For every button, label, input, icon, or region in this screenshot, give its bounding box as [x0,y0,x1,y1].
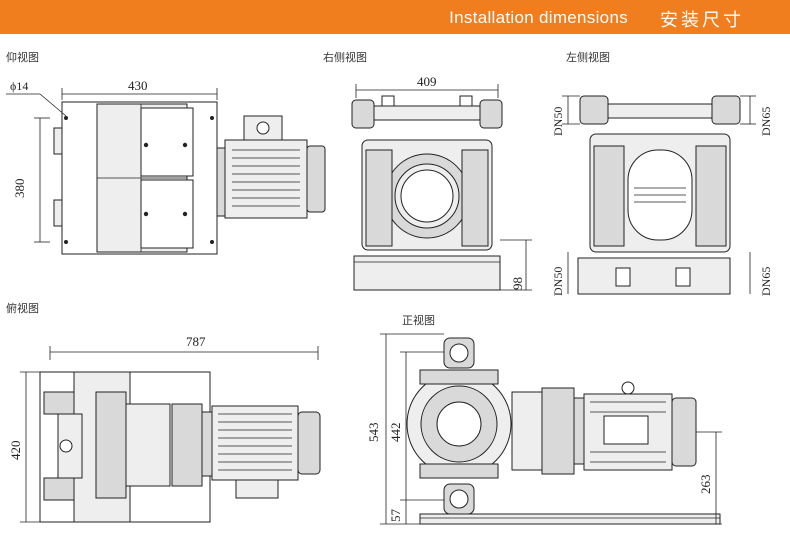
front-axis-height-dim: 263 [698,475,713,495]
front-pump-height-dim: 442 [388,423,403,443]
bottom-view-label: 仰视图 [6,51,39,64]
left-top-left-dim: DN50 [551,107,565,136]
top-length-dim: 787 [186,334,206,349]
left-bottom-right-dim: DN65 [759,267,773,296]
top-width-dim: 420 [8,441,23,461]
top-view-label: 俯视图 [6,302,39,315]
left-view-drawing: DN50 DN65 DN50 DN65 [551,95,773,296]
bottom-hole-dim: ϕ14 [10,79,28,93]
left-top-right-dim: DN65 [759,107,773,136]
front-total-height-dim: 543 [366,423,381,443]
right-base-dim: 98 [510,277,525,290]
front-view-label: 正视图 [402,314,435,327]
right-view-drawing: 409 98 [351,74,532,291]
left-bottom-left-dim: DN50 [551,267,565,296]
header-banner: Installation dimensions 安装尺寸 [0,0,790,34]
left-view-label: 左侧视图 [566,51,610,64]
banner-title-cn: 安装尺寸 [660,10,744,31]
right-view-label: 右侧视图 [323,51,367,64]
top-view-drawing: 787 420 [8,334,321,523]
bottom-view-drawing: 430 380 ϕ14 [6,78,326,255]
right-width-dim: 409 [417,74,437,89]
banner-title-en: Installation dimensions [449,8,628,27]
bottom-height-dim: 380 [12,179,27,199]
front-view-drawing: 543 442 57 263 [366,333,722,525]
bottom-width-dim: 430 [128,78,148,93]
front-base-dim: 57 [388,509,403,523]
